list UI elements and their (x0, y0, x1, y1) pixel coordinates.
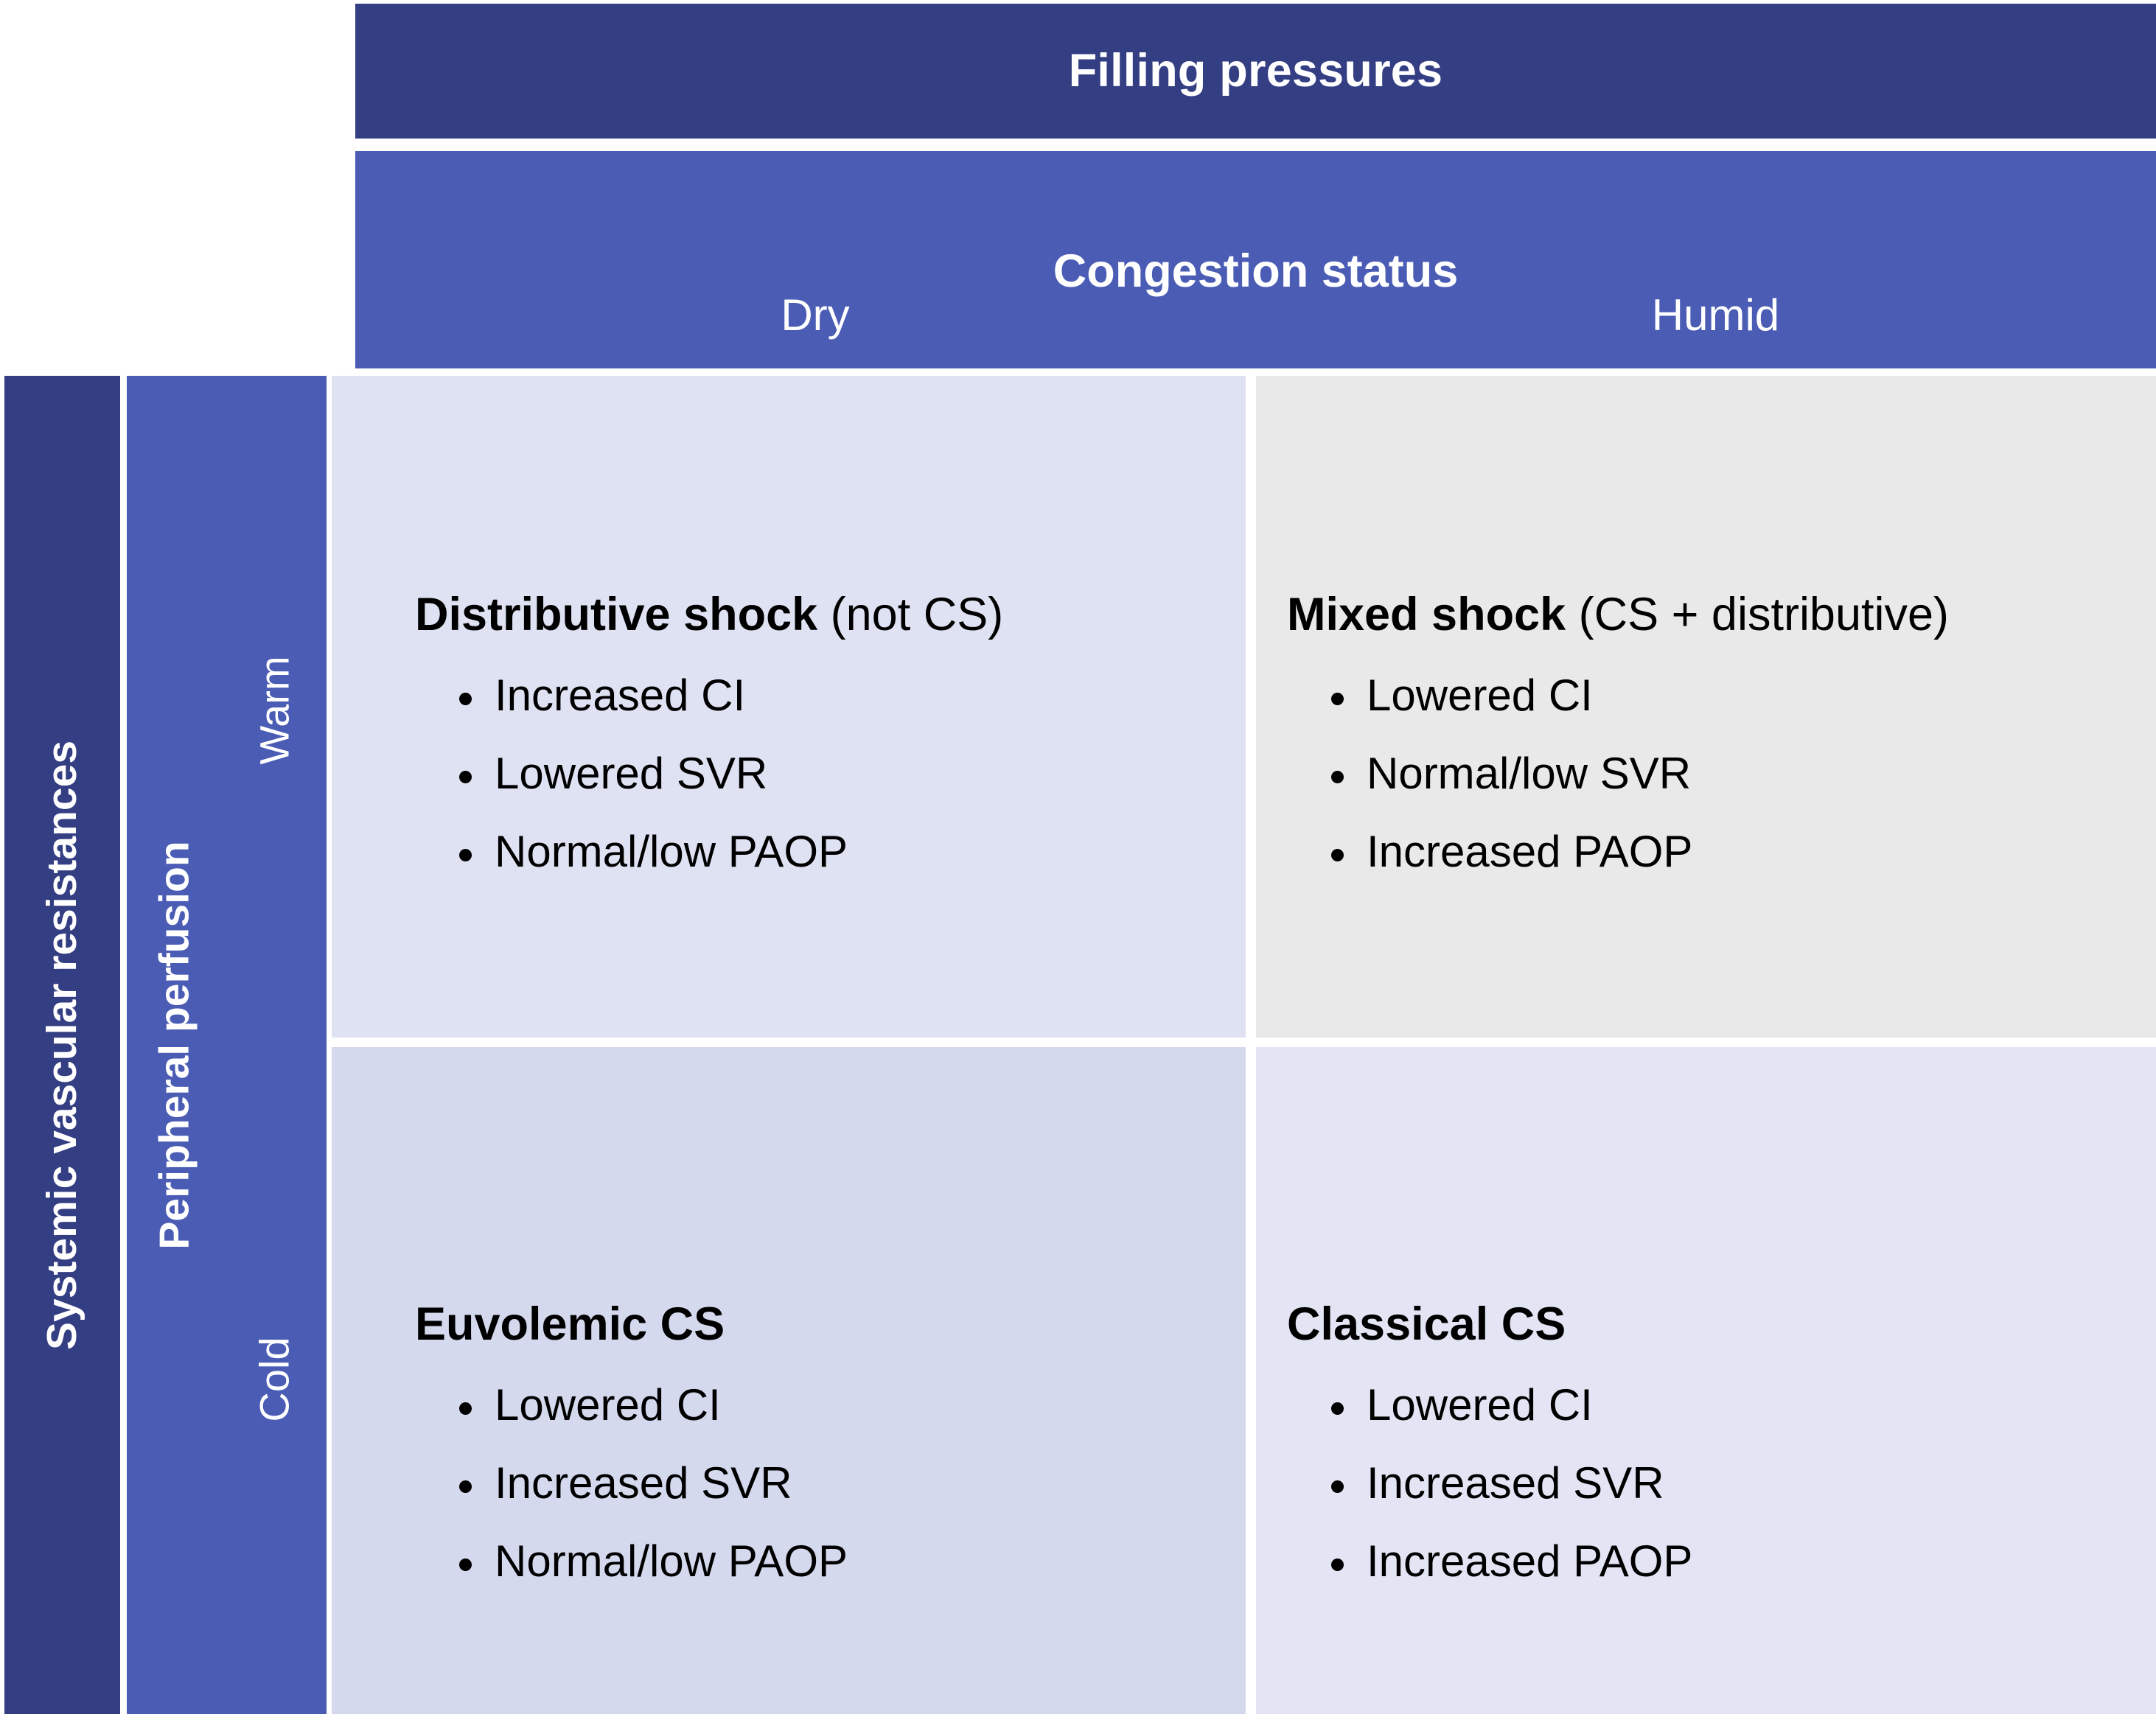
filling-pressures-label: Filling pressures (1068, 45, 1443, 97)
row-header-cold: Cold (223, 1044, 327, 1714)
filling-pressures-header: Filling pressures (355, 4, 2156, 139)
quadrant-warm-humid-title: Mixed shock (CS + distributive) (1287, 590, 2156, 640)
list-item: Lowered CI (459, 1383, 1246, 1427)
quadrant-cold-dry-bullets: Lowered CI Increased SVR Normal/low PAOP (415, 1383, 1246, 1584)
quadrant-warm-humid-title-paren: (CS + distributive) (1566, 589, 1950, 640)
quadrant-warm-dry-bullets: Increased CI Lowered SVR Normal/low PAOP (415, 674, 1246, 874)
peripheral-perfusion-label: Peripheral perfusion (150, 840, 198, 1250)
list-item: Increased CI (459, 674, 1246, 718)
quadrant-warm-dry-title-paren: (not CS) (817, 589, 1004, 640)
list-item: Lowered CI (1331, 674, 2156, 718)
quadrant-cold-humid-title-strong: Classical CS (1287, 1298, 1566, 1350)
quadrant-warm-humid-title-strong: Mixed shock (1287, 589, 1566, 640)
quadrant-warm-humid-content: Mixed shock (CS + distributive) Lowered … (1256, 590, 2156, 874)
systemic-vascular-resistances-label: Systemic vascular resistances (38, 740, 86, 1350)
list-item: Increased SVR (1331, 1461, 2156, 1505)
list-item: Lowered SVR (459, 752, 1246, 796)
quadrant-cold-dry: Euvolemic CS Lowered CI Increased SVR No… (332, 1047, 1246, 1714)
list-item: Increased SVR (459, 1461, 1246, 1505)
list-item: Increased PAOP (1331, 1539, 2156, 1584)
quadrant-warm-dry-title-strong: Distributive shock (415, 589, 818, 640)
column-header-humid-label: Humid (1651, 290, 1780, 340)
congestion-column-labels: Dry Humid (355, 262, 2156, 368)
congestion-status-header: Congestion status Dry Humid (355, 151, 2156, 368)
quadrant-cold-dry-title: Euvolemic CS (415, 1299, 1246, 1349)
quadrant-warm-dry: Distributive shock (not CS) Increased CI… (332, 376, 1246, 1038)
peripheral-perfusion-label-wrap: Peripheral perfusion (127, 376, 223, 1714)
row-header-warm-label: Warm (251, 655, 298, 765)
perfusion-row-labels: Warm Cold (223, 376, 327, 1714)
quadrant-cold-dry-title-strong: Euvolemic CS (415, 1298, 725, 1350)
column-header-humid: Humid (1275, 262, 2156, 368)
list-item: Increased PAOP (1331, 830, 2156, 874)
quadrant-warm-humid-bullets: Lowered CI Normal/low SVR Increased PAOP (1287, 674, 2156, 874)
list-item: Normal/low SVR (1331, 752, 2156, 796)
row-header-warm: Warm (223, 376, 327, 1044)
quadrant-cold-humid-bullets: Lowered CI Increased SVR Increased PAOP (1287, 1383, 2156, 1584)
list-item: Normal/low PAOP (459, 1539, 1246, 1584)
list-item: Lowered CI (1331, 1383, 2156, 1427)
list-item: Normal/low PAOP (459, 830, 1246, 874)
quadrant-warm-dry-title: Distributive shock (not CS) (415, 590, 1246, 640)
column-header-dry: Dry (355, 262, 1275, 368)
quadrant-cold-dry-content: Euvolemic CS Lowered CI Increased SVR No… (332, 1299, 1246, 1584)
column-header-dry-label: Dry (781, 290, 850, 340)
row-header-cold-label: Cold (251, 1336, 298, 1422)
peripheral-perfusion-axis: Peripheral perfusion Warm Cold (127, 376, 327, 1714)
quadrant-cold-humid-content: Classical CS Lowered CI Increased SVR In… (1256, 1299, 2156, 1584)
quadrant-cold-humid-title: Classical CS (1287, 1299, 2156, 1349)
congestion-status-label: Congestion status (1053, 245, 1459, 297)
quadrant-warm-humid: Mixed shock (CS + distributive) Lowered … (1256, 376, 2156, 1038)
quadrant-warm-dry-content: Distributive shock (not CS) Increased CI… (332, 590, 1246, 874)
quadrant-grid: Distributive shock (not CS) Increased CI… (332, 376, 2156, 1714)
quadrant-cold-humid: Classical CS Lowered CI Increased SVR In… (1256, 1047, 2156, 1714)
systemic-vascular-resistances-axis: Systemic vascular resistances (4, 376, 120, 1714)
